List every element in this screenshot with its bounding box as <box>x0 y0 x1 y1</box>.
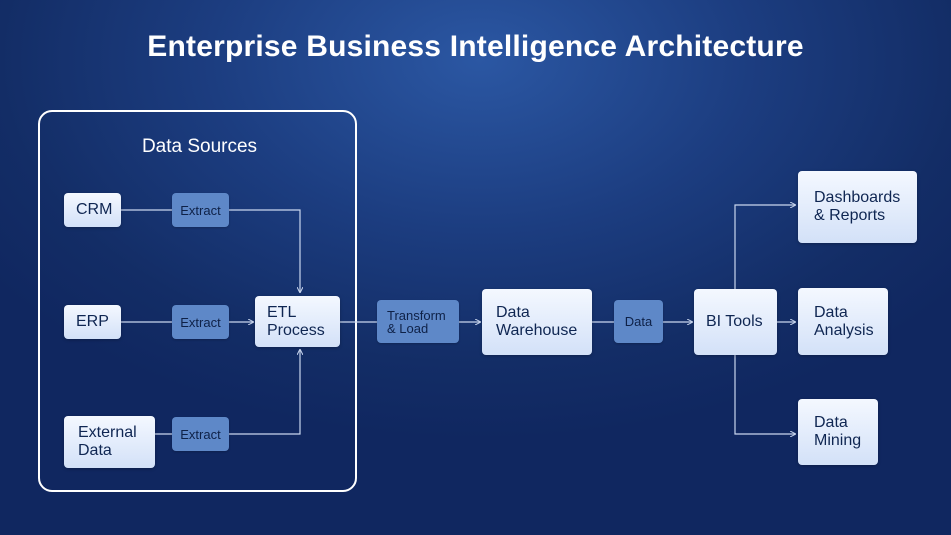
label-extract-crm: Extract <box>172 193 229 227</box>
edge-bi-dashboards <box>734 205 795 289</box>
edge-extract-etl-top <box>229 209 300 292</box>
label-extract-external: Extract <box>172 417 229 451</box>
label-data: Data <box>614 300 663 343</box>
label-transform-load: Transform & Load <box>377 300 459 343</box>
edge-bi-mining <box>734 355 795 434</box>
node-etl-process: ETL Process <box>255 296 340 347</box>
diagram-title: Enterprise Business Intelligence Archite… <box>147 30 804 63</box>
node-dashboards-reports: Dashboards & Reports <box>798 171 917 243</box>
node-external-data: External Data <box>64 416 155 468</box>
label-extract-erp: Extract <box>172 305 229 339</box>
node-erp: ERP <box>64 305 121 339</box>
data-sources-group <box>38 110 357 492</box>
node-data-warehouse: Data Warehouse <box>482 289 592 355</box>
edge-extract-etl-bottom <box>229 350 300 435</box>
node-crm: CRM <box>64 193 121 227</box>
node-bi-tools: BI Tools <box>694 289 777 355</box>
node-data-mining: Data Mining <box>798 399 878 465</box>
node-data-analysis: Data Analysis <box>798 288 888 355</box>
data-sources-label: Data Sources <box>141 136 258 157</box>
